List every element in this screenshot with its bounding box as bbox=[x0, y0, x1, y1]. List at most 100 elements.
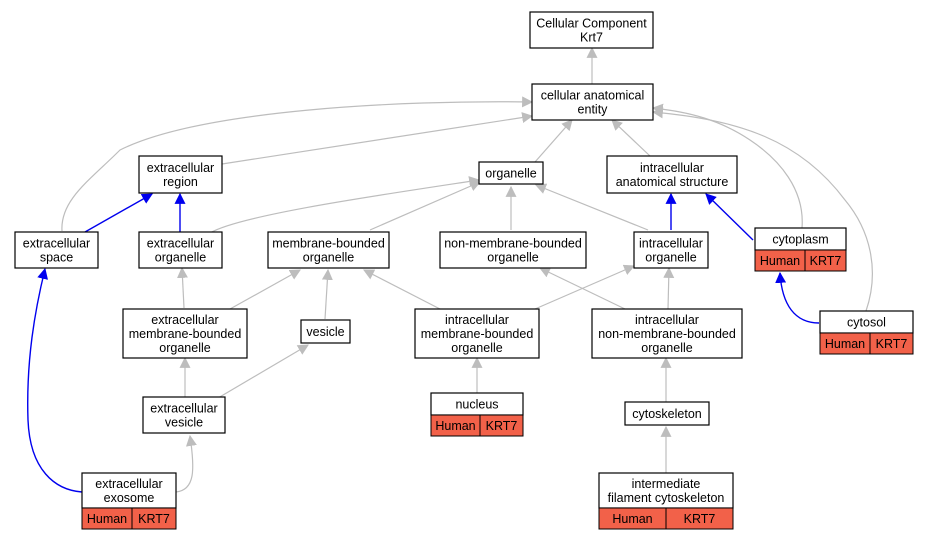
node-label-line: extracellular bbox=[151, 313, 218, 327]
edge-cytosol-to-cytoplasm bbox=[775, 271, 820, 324]
node-label-line: membrane-bounded bbox=[272, 237, 385, 251]
node-label-line: intracellular bbox=[640, 161, 704, 175]
edge-cytosol-to-cae bbox=[651, 107, 873, 312]
gene-badge-label: KRT7 bbox=[138, 512, 170, 526]
node-label-line: cytoplasm bbox=[772, 233, 828, 247]
node-label-line: entity bbox=[578, 103, 609, 117]
node-label-line: extracellular bbox=[147, 237, 214, 251]
node-intracellular-nmbo[interactable]: intracellularnon-membrane-boundedorganel… bbox=[591, 308, 743, 359]
node-label-line: cytoskeleton bbox=[632, 407, 702, 421]
node-label-line: cytosol bbox=[847, 316, 886, 330]
gene-badge-label: KRT7 bbox=[876, 337, 908, 351]
edge-intracellular-organelle-to-organelle bbox=[534, 183, 649, 231]
node-label-line: nucleus bbox=[455, 398, 498, 412]
edge-cytoplasm-to-intracellular-structure bbox=[705, 193, 754, 241]
species-badge-label: Human bbox=[760, 254, 800, 268]
edge-intracellular-nmbo-to-non-membrane-bounded bbox=[539, 267, 626, 310]
gene-badge bbox=[869, 332, 914, 355]
node-label-line: vesicle bbox=[165, 416, 203, 430]
node-box bbox=[122, 308, 248, 359]
node-label-line: exosome bbox=[104, 491, 155, 505]
edge-intracellular-nmbo-to-intracellular-organelle bbox=[663, 266, 675, 310]
edges-default bbox=[61, 46, 873, 493]
edge-intracellular-mbo-to-membrane-bounded bbox=[363, 269, 441, 310]
node-box bbox=[439, 231, 587, 269]
node-box bbox=[478, 161, 544, 185]
edge-extracellular-organelle-to-organelle bbox=[209, 176, 481, 234]
node-box bbox=[81, 472, 177, 509]
species-badge-label: Human bbox=[87, 512, 127, 526]
node-label-line: region bbox=[163, 175, 198, 189]
edge-intracellular-structure-to-cae bbox=[611, 119, 651, 157]
edge-cytoplasm-to-cae bbox=[651, 103, 803, 229]
node-label-line: intracellular bbox=[635, 313, 699, 327]
edges-highlight bbox=[27, 192, 820, 493]
node-cytoskeleton[interactable]: cytoskeleton bbox=[624, 401, 710, 426]
node-label-line: organelle bbox=[641, 341, 692, 355]
node-label-line: organelle bbox=[487, 251, 538, 265]
node-label-line: organelle bbox=[451, 341, 502, 355]
node-box bbox=[138, 155, 223, 194]
node-label-line: organelle bbox=[485, 167, 536, 181]
edge-extracellular-space-to-extracellular-region bbox=[84, 193, 153, 233]
node-label-line: extracellular bbox=[150, 402, 217, 416]
node-box bbox=[142, 396, 226, 434]
node-box bbox=[267, 231, 390, 269]
node-organelle[interactable]: organelle bbox=[478, 161, 544, 185]
edge-extracellular-vesicle-to-vesicle bbox=[217, 344, 309, 399]
edge-organelle-to-cae bbox=[534, 119, 573, 163]
gene-badge bbox=[804, 249, 847, 272]
gene-badge bbox=[665, 507, 734, 530]
node-box bbox=[414, 308, 540, 359]
node-box bbox=[529, 11, 654, 49]
edge-extracellular-mbo-to-extracellular-organelle bbox=[177, 266, 188, 309]
node-box bbox=[591, 308, 743, 359]
node-label-line: membrane-bounded bbox=[421, 327, 534, 341]
node-box bbox=[633, 231, 709, 269]
node-label-line: cellular anatomical bbox=[541, 89, 645, 103]
node-label-line: intracellular bbox=[445, 313, 509, 327]
gene-badge bbox=[479, 414, 524, 437]
node-box bbox=[531, 83, 654, 121]
node-box bbox=[138, 231, 223, 269]
species-badge-label: Human bbox=[612, 512, 652, 526]
node-label-line: organelle bbox=[303, 251, 354, 265]
node-label-line: space bbox=[40, 251, 73, 265]
node-label-line: membrane-bounded bbox=[129, 327, 242, 341]
node-label-line: intermediate bbox=[632, 477, 701, 491]
edge-intracellular-mbo-to-intracellular-organelle bbox=[534, 264, 636, 310]
edge-extracellular-space-to-cae bbox=[61, 96, 534, 232]
node-box bbox=[606, 155, 738, 194]
node-label-line: vesicle bbox=[306, 325, 344, 339]
node-label-line: extracellular bbox=[147, 161, 214, 175]
node-box bbox=[598, 472, 734, 509]
node-label-line: intracellular bbox=[639, 237, 703, 251]
gene-badge-label: KRT7 bbox=[684, 512, 716, 526]
node-box bbox=[14, 231, 99, 269]
node-vesicle[interactable]: vesicle bbox=[300, 319, 351, 344]
node-box bbox=[624, 401, 710, 426]
node-label-line: organelle bbox=[159, 341, 210, 355]
node-label-line: organelle bbox=[645, 251, 696, 265]
node-label-line: non-membrane-bounded bbox=[598, 327, 736, 341]
gene-badge-label: KRT7 bbox=[810, 254, 842, 268]
